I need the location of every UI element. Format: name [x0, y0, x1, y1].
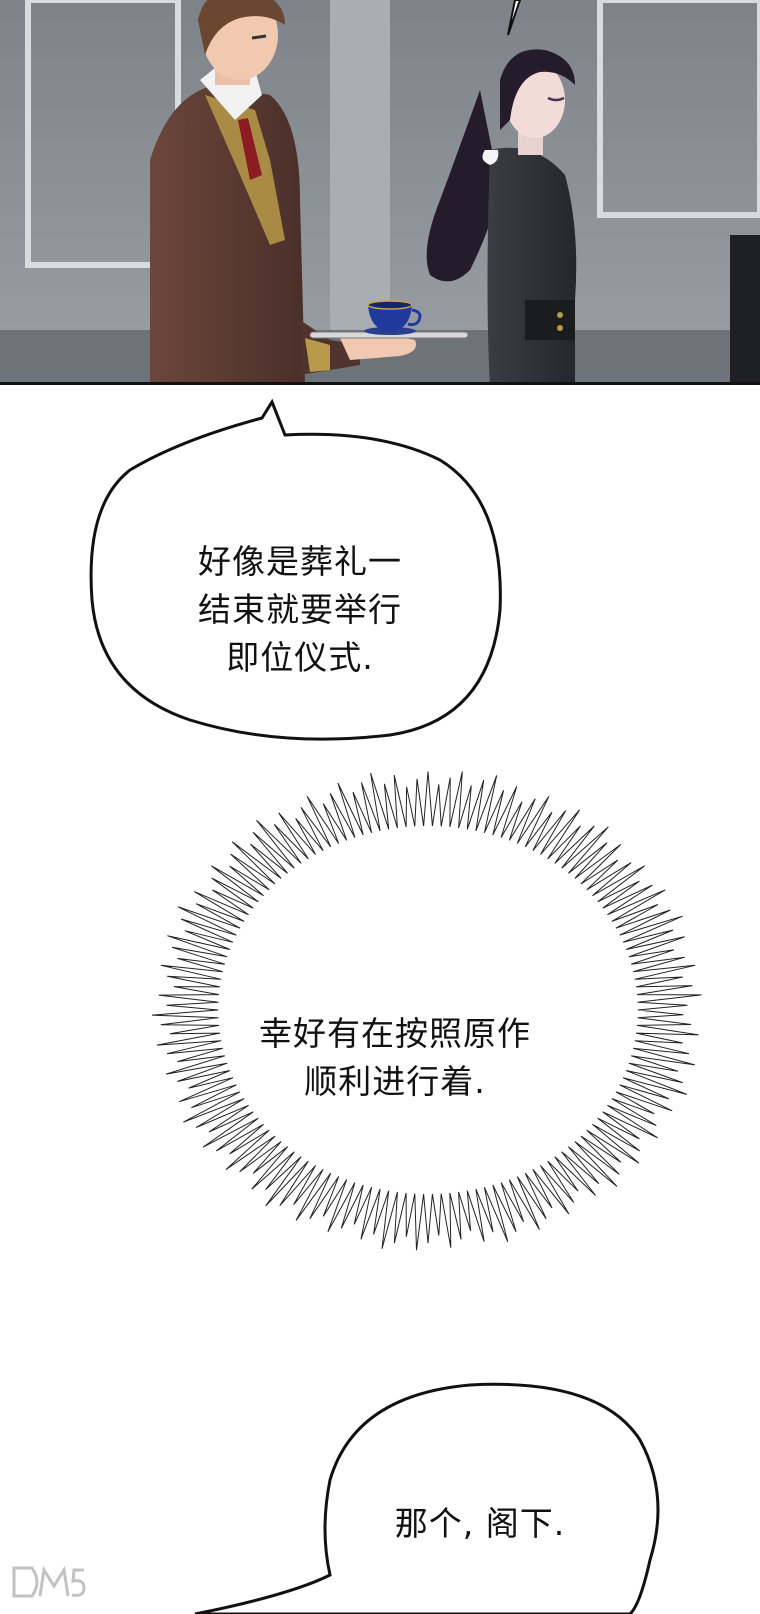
speech-line: 即位仪式.	[226, 638, 374, 677]
speech-line: 结束就要举行	[198, 590, 402, 629]
man-figure	[150, 0, 416, 382]
speech-tail-top	[507, 0, 522, 36]
speech-line: 那个, 阁下.	[394, 1504, 566, 1543]
scene-illustration	[0, 0, 760, 382]
thought-line: 顺利进行着.	[304, 1062, 486, 1101]
dark-railing	[730, 235, 760, 382]
top-illustration-panel	[0, 0, 760, 385]
wall-molding-right	[597, 0, 760, 218]
speech-bubble-1-text: 好像是葬礼一 结束就要举行 即位仪式.	[150, 538, 450, 682]
tray-with-cup	[309, 300, 469, 339]
thought-bubble-text: 幸好有在按照原作 顺利进行着.	[230, 1010, 560, 1106]
thought-line: 幸好有在按照原作	[259, 1014, 531, 1053]
speech-bubble-2-text: 那个, 阁下.	[360, 1500, 600, 1548]
dm5-logo-icon	[12, 1565, 86, 1598]
speech-line: 好像是葬礼一	[198, 542, 402, 581]
woman-figure	[426, 49, 577, 382]
